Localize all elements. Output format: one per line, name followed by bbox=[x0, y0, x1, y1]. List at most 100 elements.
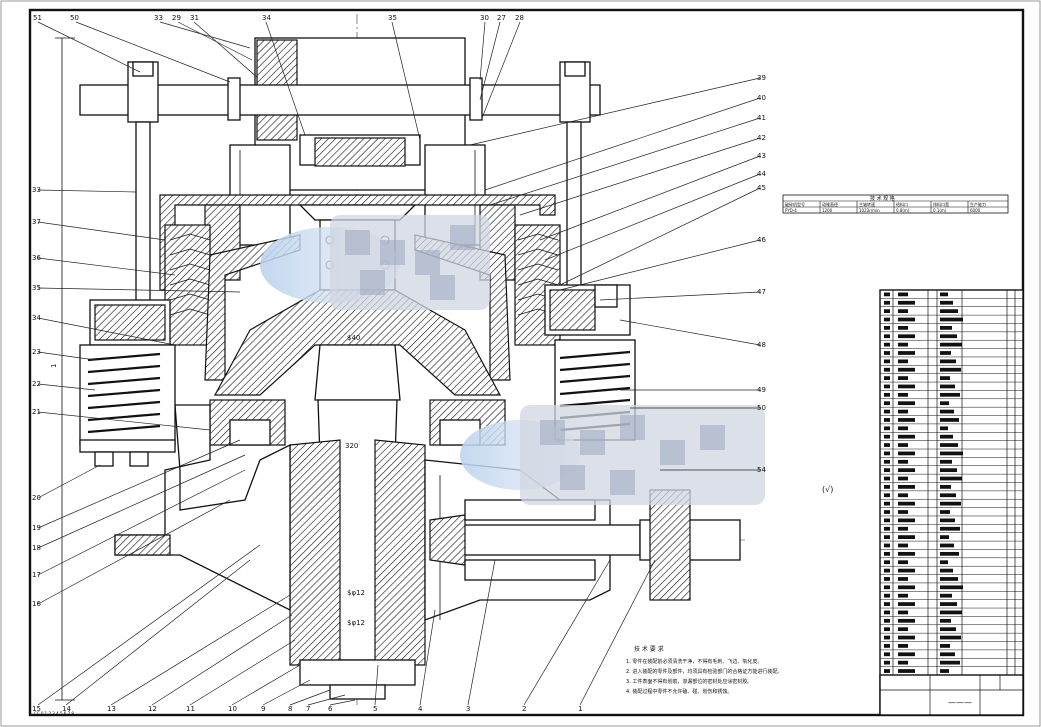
bottom-cover bbox=[299, 659, 416, 686]
parts-cell-mark bbox=[898, 384, 915, 389]
parts-cell-mark bbox=[884, 585, 890, 590]
parts-cell-mark bbox=[940, 535, 949, 539]
parts-cell-mark bbox=[898, 376, 908, 380]
parts-cell-mark bbox=[940, 317, 963, 322]
parts-cell-mark bbox=[940, 468, 957, 473]
svg-text:46: 46 bbox=[757, 236, 766, 244]
parts-cell-mark bbox=[898, 292, 908, 297]
pinion-gear bbox=[429, 514, 466, 566]
parts-cell-mark bbox=[940, 635, 961, 640]
parts-cell-mark bbox=[940, 325, 952, 330]
parts-cell-mark bbox=[898, 551, 915, 556]
parts-cell-mark bbox=[898, 426, 908, 431]
parts-cell-mark bbox=[884, 518, 890, 523]
parts-cell-mark bbox=[940, 459, 952, 464]
parts-cell-mark bbox=[884, 543, 890, 548]
parts-cell-mark bbox=[898, 535, 915, 539]
parts-cell-mark bbox=[940, 627, 956, 632]
labels-top: 51 50 33 29 31 34 35 30 27 28 bbox=[33, 14, 524, 22]
parts-cell-mark bbox=[884, 376, 890, 380]
parts-cell-mark bbox=[940, 409, 954, 414]
labels-bottom: 15 14 13 12 11 10 9 8 7 6 5 4 3 2 1 bbox=[32, 705, 582, 713]
parts-cell-mark bbox=[884, 485, 890, 489]
parts-cell-mark bbox=[884, 627, 890, 632]
leaders-top bbox=[37, 21, 521, 141]
parts-cell-mark bbox=[898, 493, 908, 498]
svg-text:50: 50 bbox=[757, 404, 766, 412]
parts-cell-mark bbox=[898, 476, 908, 481]
parts-cell-mark bbox=[940, 510, 950, 514]
parts-cell-mark bbox=[884, 434, 890, 439]
svg-text:5: 5 bbox=[373, 705, 377, 713]
parts-cell-mark bbox=[898, 317, 915, 322]
parts-cell-mark bbox=[898, 325, 908, 330]
parts-cell-mark bbox=[898, 543, 908, 548]
parts-cell-mark bbox=[884, 409, 890, 414]
dim-label-b: 320 bbox=[345, 442, 358, 450]
parts-cell-mark bbox=[884, 501, 890, 506]
parts-cell-mark bbox=[884, 644, 890, 648]
dim-label-a: $40 bbox=[347, 334, 360, 342]
parts-cell-mark bbox=[884, 618, 890, 623]
parts-cell-mark bbox=[940, 451, 963, 456]
parts-cell-mark bbox=[898, 635, 915, 640]
labels-left: 33 37 36 35 34 23 22 21 20 19 18 17 16 bbox=[32, 186, 41, 608]
parts-cell-mark bbox=[884, 300, 890, 305]
parts-cell-mark bbox=[884, 392, 890, 397]
parts-cell-mark bbox=[898, 627, 908, 632]
parts-cell-mark bbox=[898, 560, 908, 565]
parts-cell-mark bbox=[898, 300, 915, 305]
tech-req-item-4: 4. 装配过程中零件不允许磕、碰、划伤和锈蚀。 bbox=[626, 688, 732, 695]
tech-req-item-2: 2. 进入装配的零件及部件，均须具有检验部门的合格证方能进行装配。 bbox=[626, 668, 782, 675]
parts-cell-mark bbox=[940, 367, 961, 372]
parts-cell-mark bbox=[940, 543, 954, 548]
parts-cell-mark bbox=[940, 309, 958, 314]
svg-text:6000: 6000 bbox=[970, 208, 981, 213]
parts-cell-mark bbox=[940, 610, 962, 615]
main-frame-left bbox=[114, 404, 291, 612]
svg-text:35: 35 bbox=[32, 284, 41, 292]
parts-cell-mark bbox=[940, 577, 958, 581]
parts-cell-mark bbox=[884, 418, 890, 422]
svg-text:生产能力: 生产能力 bbox=[970, 201, 986, 207]
svg-text:6: 6 bbox=[328, 705, 333, 713]
svg-text:10: 10 bbox=[228, 705, 237, 713]
parts-cell-mark bbox=[940, 652, 955, 657]
parts-cell-mark bbox=[940, 443, 958, 447]
parts-cell-mark bbox=[898, 359, 908, 364]
parts-cell-mark bbox=[898, 434, 915, 439]
svg-text:33: 33 bbox=[154, 14, 163, 22]
parts-cell-mark bbox=[898, 485, 915, 489]
parts-cell-mark bbox=[898, 660, 908, 665]
parts-cell-mark bbox=[898, 577, 908, 581]
parts-cell-mark bbox=[884, 309, 890, 314]
parts-cell-mark bbox=[884, 535, 890, 539]
parts-cell-mark bbox=[940, 342, 962, 347]
parts-cell-mark bbox=[940, 418, 959, 422]
svg-text:16: 16 bbox=[32, 600, 41, 608]
parts-cell-mark bbox=[884, 610, 890, 615]
tech-req-item-1: 1. 零件在装配前必须清洗干净，不得有毛刺、飞边、氧化皮。 bbox=[626, 658, 762, 665]
svg-text:35: 35 bbox=[388, 14, 397, 22]
parts-cell-mark bbox=[940, 476, 962, 481]
svg-text:9: 9 bbox=[261, 705, 265, 713]
parts-cell-mark bbox=[898, 610, 908, 615]
svg-text:34: 34 bbox=[262, 14, 271, 22]
parts-cell-mark bbox=[940, 384, 955, 389]
svg-text:43: 43 bbox=[757, 152, 766, 160]
parts-cell-mark bbox=[884, 669, 890, 673]
parts-cell-mark bbox=[898, 351, 915, 355]
svg-text:42: 42 bbox=[757, 134, 766, 142]
parts-cell-mark bbox=[940, 485, 951, 489]
parts-cell-mark bbox=[884, 359, 890, 364]
parts-cell-mark bbox=[940, 401, 949, 406]
parts-cell-mark bbox=[940, 351, 951, 355]
parts-cell-mark bbox=[940, 593, 952, 598]
parts-cell-mark bbox=[898, 468, 915, 473]
parts-cell-mark bbox=[884, 443, 890, 447]
parts-cell-mark bbox=[884, 577, 890, 581]
dim-label-height: 1 bbox=[50, 364, 58, 368]
svg-text:给料口: 给料口 bbox=[896, 201, 908, 207]
title-block-mark: ——— bbox=[948, 698, 972, 707]
parts-cell-mark bbox=[884, 384, 890, 389]
